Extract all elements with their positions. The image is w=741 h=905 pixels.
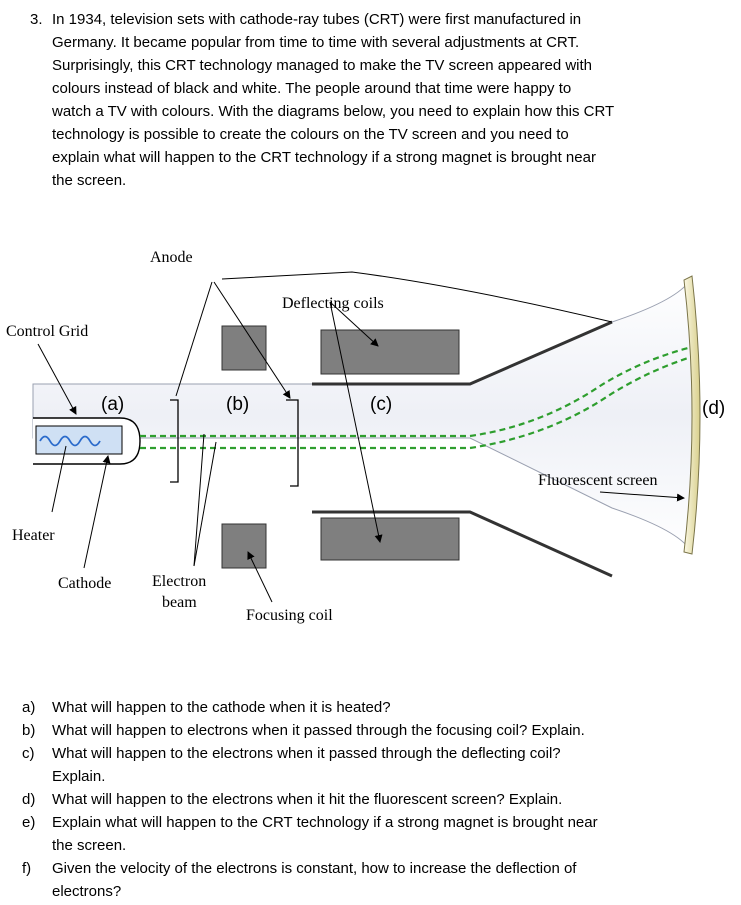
sub-question-text: What will happen to the electrons when i… — [52, 745, 561, 762]
sub-question-text: What will happen to the cathode when it … — [52, 699, 391, 716]
question-line: colours instead of black and white. The … — [52, 80, 572, 97]
sub-question-text: What will happen to electrons when it pa… — [52, 722, 585, 739]
heater-coil — [39, 435, 101, 447]
question-text: In 1934, television sets with cathode-ra… — [52, 8, 712, 192]
question-number: 3. — [30, 11, 43, 28]
question-line: watch a TV with colours. With the diagra… — [52, 103, 615, 120]
control-grid-label: Control Grid — [6, 323, 88, 340]
sub-question-text: Explain what will happen to the CRT tech… — [52, 814, 598, 831]
fluorescent-screen — [683, 275, 701, 555]
deflecting-coil-top — [320, 329, 460, 375]
sub-question-text: What will happen to the electrons when i… — [52, 791, 563, 808]
deflecting-coil-bottom — [320, 517, 460, 561]
control-grid — [170, 399, 179, 483]
sub-question-letter: f) — [22, 860, 32, 877]
sub-question: c) What will happen to the electrons whe… — [22, 742, 722, 788]
sub-questions: a) What will happen to the cathode when … — [22, 696, 722, 903]
question-line: In 1934, television sets with cathode-ra… — [52, 11, 582, 28]
deflecting-coils-label: Deflecting coils — [282, 295, 384, 312]
question-line: Germany. It became popular from time to … — [52, 34, 580, 51]
question-line: the screen. — [52, 172, 127, 189]
sub-question-text: the screen. — [52, 837, 127, 854]
region-marker-b: (b) — [226, 394, 249, 415]
fluorescent-screen-label: Fluorescent screen — [538, 472, 658, 489]
focusing-coil-label: Focusing coil — [246, 607, 333, 624]
sub-question: a) What will happen to the cathode when … — [22, 696, 722, 719]
anode-plate — [286, 399, 299, 487]
leader-lines — [37, 271, 685, 603]
heater-label: Heater — [12, 527, 55, 544]
focusing-coil-bottom — [221, 523, 267, 569]
tube-wall-plates — [312, 320, 613, 578]
sub-question-letter: c) — [22, 745, 35, 762]
sub-question-text: Given the velocity of the electrons is c… — [52, 860, 577, 877]
sub-question: b) What will happen to electrons when it… — [22, 719, 722, 742]
cathode-label: Cathode — [58, 575, 111, 592]
region-marker-c: (c) — [370, 394, 392, 415]
region-marker-a: (a) — [101, 394, 124, 415]
crt-diagram: Anode Deflecting coils Control Grid Heat… — [6, 249, 725, 624]
focusing-coil-top — [221, 325, 267, 371]
sub-question: d) What will happen to the electrons whe… — [22, 788, 722, 811]
question-line: explain what will happen to the CRT tech… — [52, 149, 596, 166]
sub-question-text: Explain. — [52, 768, 106, 785]
region-marker-d: (d) — [702, 398, 725, 419]
electron-beam-label: Electron — [152, 573, 206, 590]
sub-question-letter: b) — [22, 722, 36, 739]
sub-question-letter: e) — [22, 814, 36, 831]
electron-beam-label: beam — [162, 594, 197, 611]
sub-question-letter: d) — [22, 791, 36, 808]
question-line: technology is possible to create the col… — [52, 126, 569, 143]
sub-question: e) Explain what will happen to the CRT t… — [22, 811, 722, 857]
sub-question: f) Given the velocity of the electrons i… — [22, 857, 722, 903]
anode-label: Anode — [150, 249, 193, 266]
sub-question-text: electrons? — [52, 883, 122, 900]
sub-question-letter: a) — [22, 699, 36, 716]
question-line: Surprisingly, this CRT technology manage… — [52, 57, 593, 74]
heater-block — [35, 425, 123, 455]
electron-beam — [140, 346, 689, 450]
